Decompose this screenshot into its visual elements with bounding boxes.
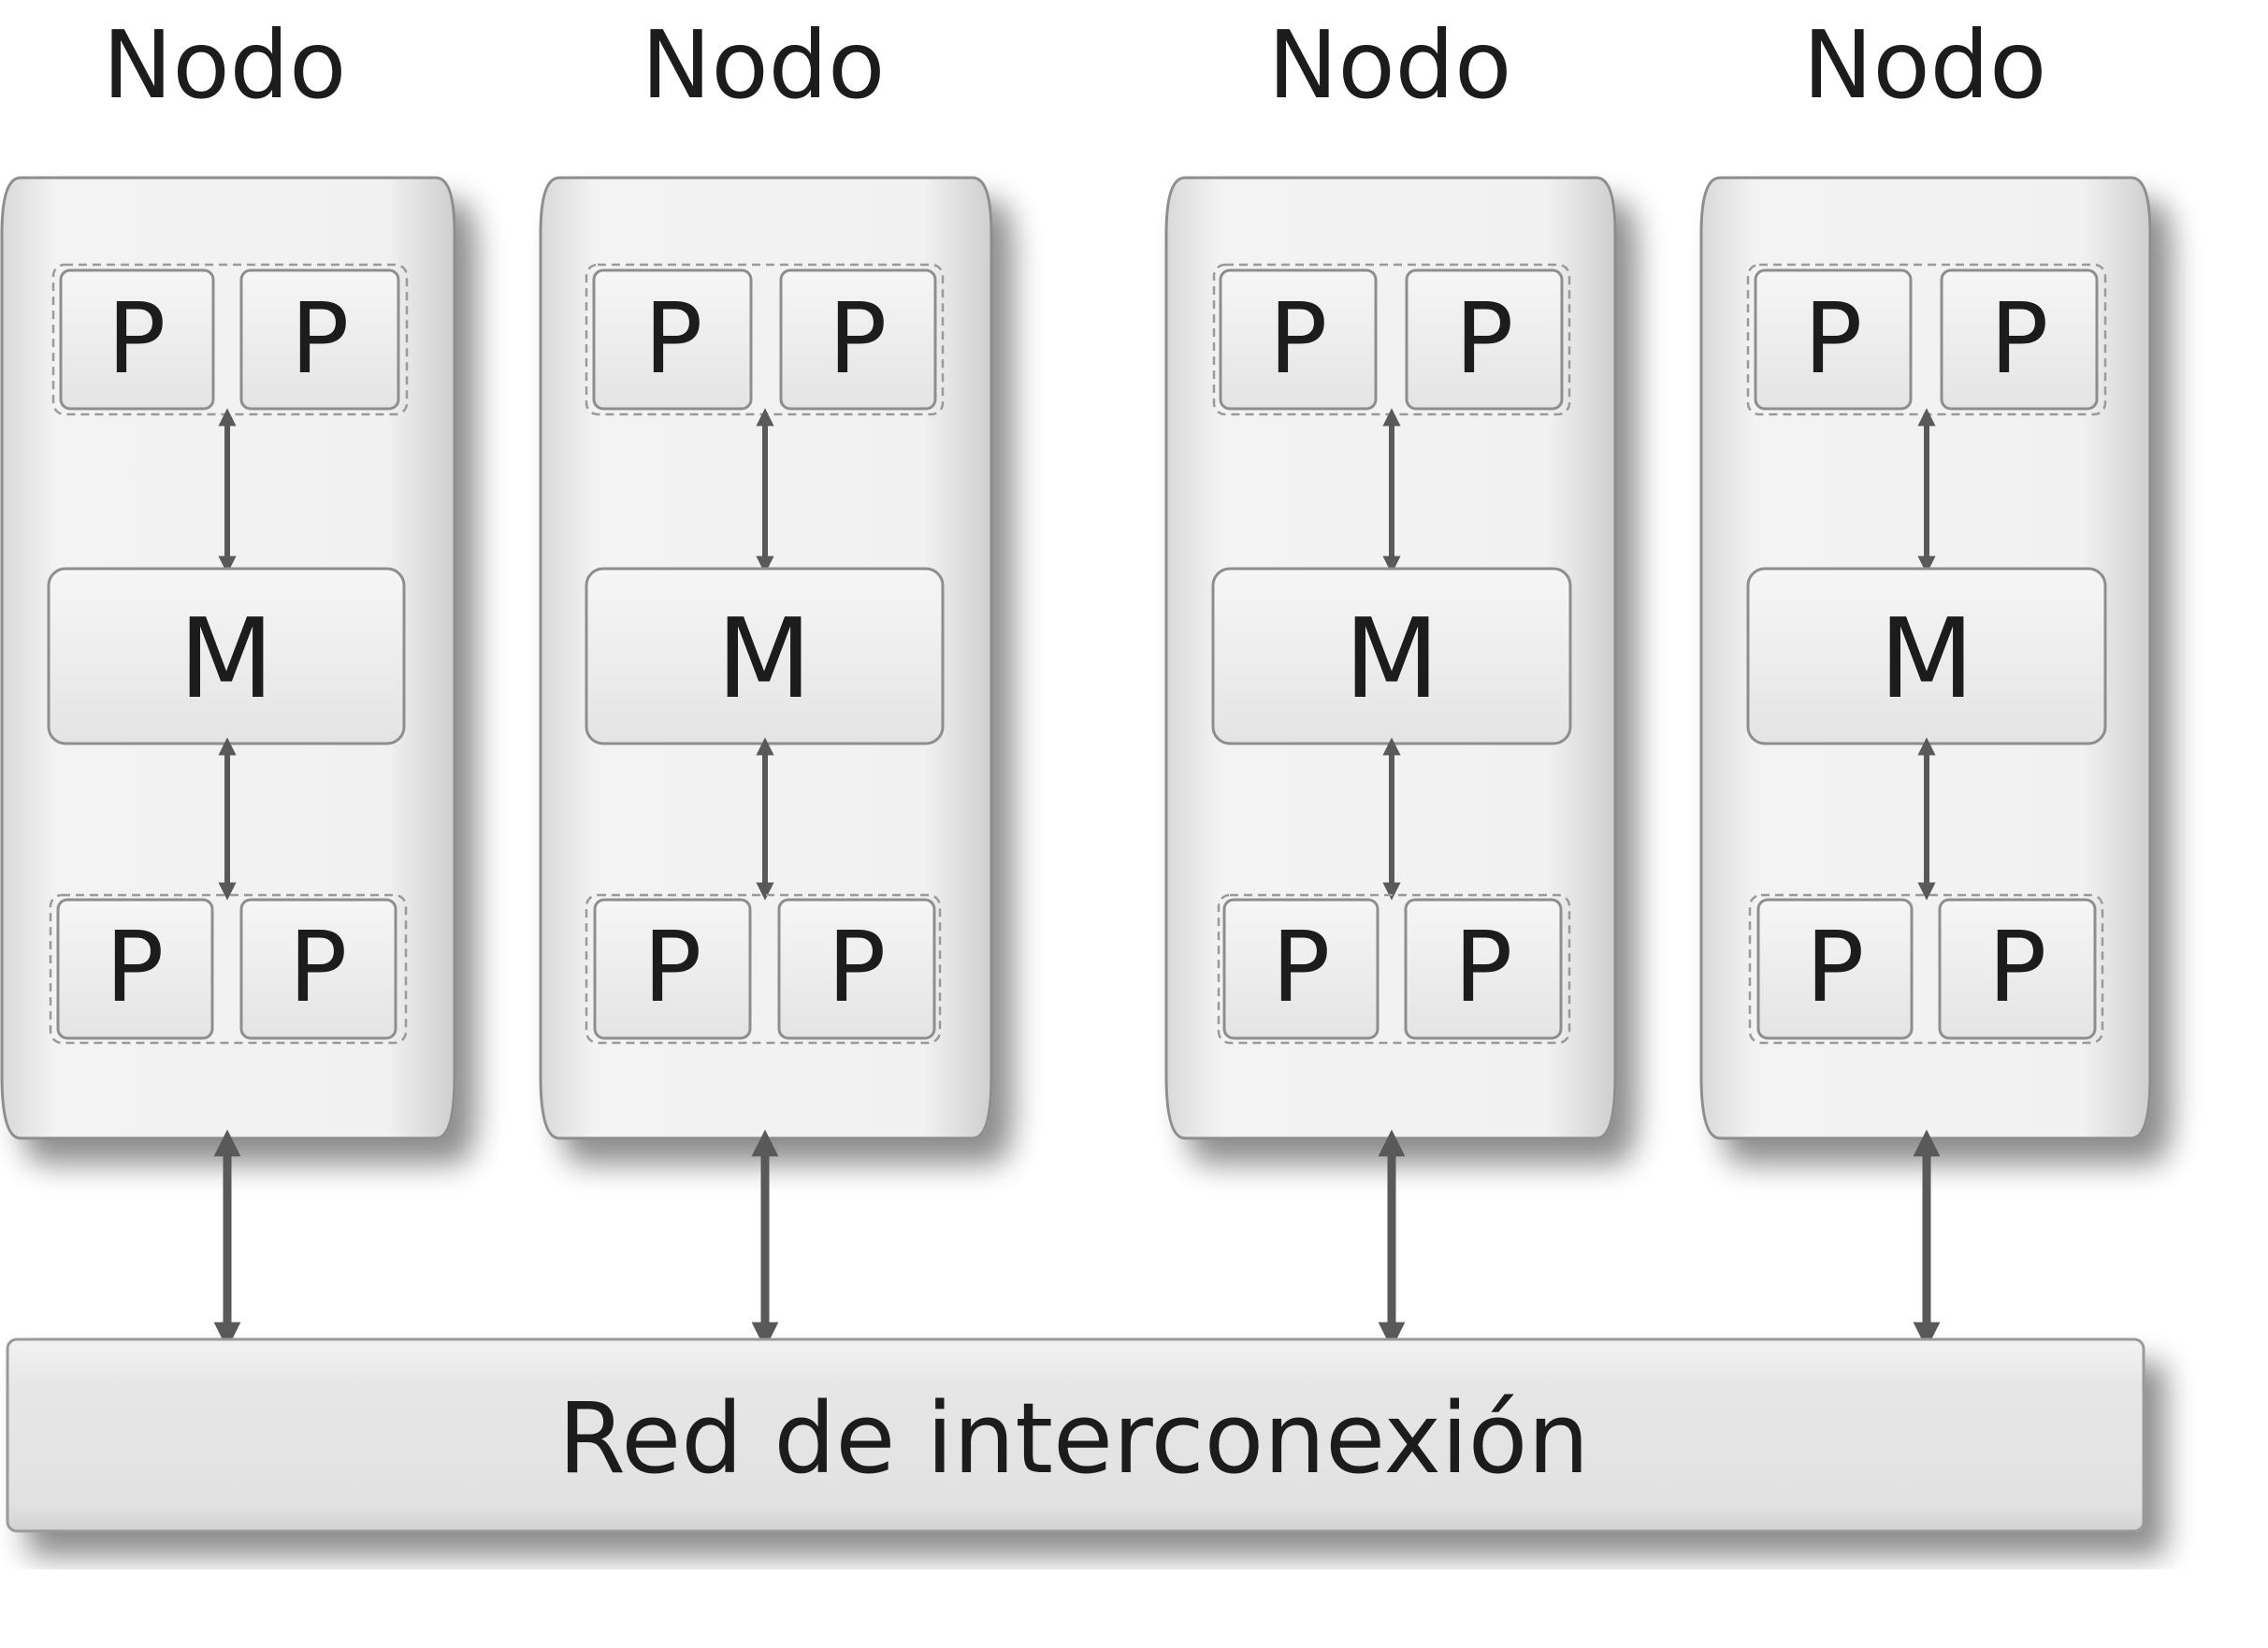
- processor-label: P: [829, 282, 888, 396]
- processor-label: P: [1806, 910, 1865, 1024]
- processor-label: P: [828, 910, 887, 1024]
- processor-box: [1405, 268, 1564, 411]
- memory-label: M: [1344, 594, 1439, 723]
- processor-label: P: [291, 282, 350, 396]
- node: P P M P P: [0, 176, 456, 1140]
- processor-group: [49, 893, 408, 1045]
- processor-label: P: [1804, 282, 1863, 396]
- processor-box: [1754, 268, 1913, 411]
- network-label: Red de interconexión: [558, 1381, 1590, 1496]
- memory-label: M: [1879, 594, 1974, 723]
- node-title: Nodo: [103, 10, 347, 120]
- processor-box: [592, 268, 753, 411]
- processor-label: P: [1454, 910, 1513, 1024]
- processor-label: P: [108, 282, 166, 396]
- processor-label: P: [106, 910, 165, 1024]
- processor-group: [1217, 893, 1571, 1045]
- processor-box: [239, 268, 400, 411]
- processor-box: [1219, 268, 1378, 411]
- node: P P M P P: [1699, 176, 2152, 1140]
- processor-box: [777, 898, 936, 1040]
- node: P P M P P: [539, 176, 993, 1140]
- interconnection-network: [6, 1337, 2145, 1533]
- processor-box: [593, 898, 752, 1040]
- processor-label: P: [643, 910, 702, 1024]
- memory-label: M: [716, 594, 812, 723]
- processor-box: [1940, 268, 2099, 411]
- processor-group: [585, 893, 942, 1045]
- processor-box: [56, 898, 214, 1040]
- processor-label: P: [1988, 910, 2047, 1024]
- processor-box: [1938, 898, 2097, 1040]
- node-title: Nodo: [1803, 10, 2047, 120]
- processor-box: [59, 268, 215, 411]
- node: P P M P P: [1164, 176, 1617, 1140]
- processor-label: P: [1990, 282, 2049, 396]
- memory-label: M: [179, 594, 274, 723]
- processor-box: [1756, 898, 1914, 1040]
- node-title: Nodo: [1268, 10, 1512, 120]
- processor-group: [51, 263, 409, 416]
- processor-label: P: [1272, 910, 1331, 1024]
- processor-box: [239, 898, 397, 1040]
- processor-label: P: [1269, 282, 1328, 396]
- processor-group: [1748, 893, 2104, 1045]
- processor-box: [1222, 898, 1380, 1040]
- processor-label: P: [644, 282, 703, 396]
- processor-label: P: [289, 910, 348, 1024]
- processor-box: [779, 268, 937, 411]
- processor-label: P: [1455, 282, 1514, 396]
- processor-box: [1404, 898, 1563, 1040]
- node-title: Nodo: [642, 10, 886, 120]
